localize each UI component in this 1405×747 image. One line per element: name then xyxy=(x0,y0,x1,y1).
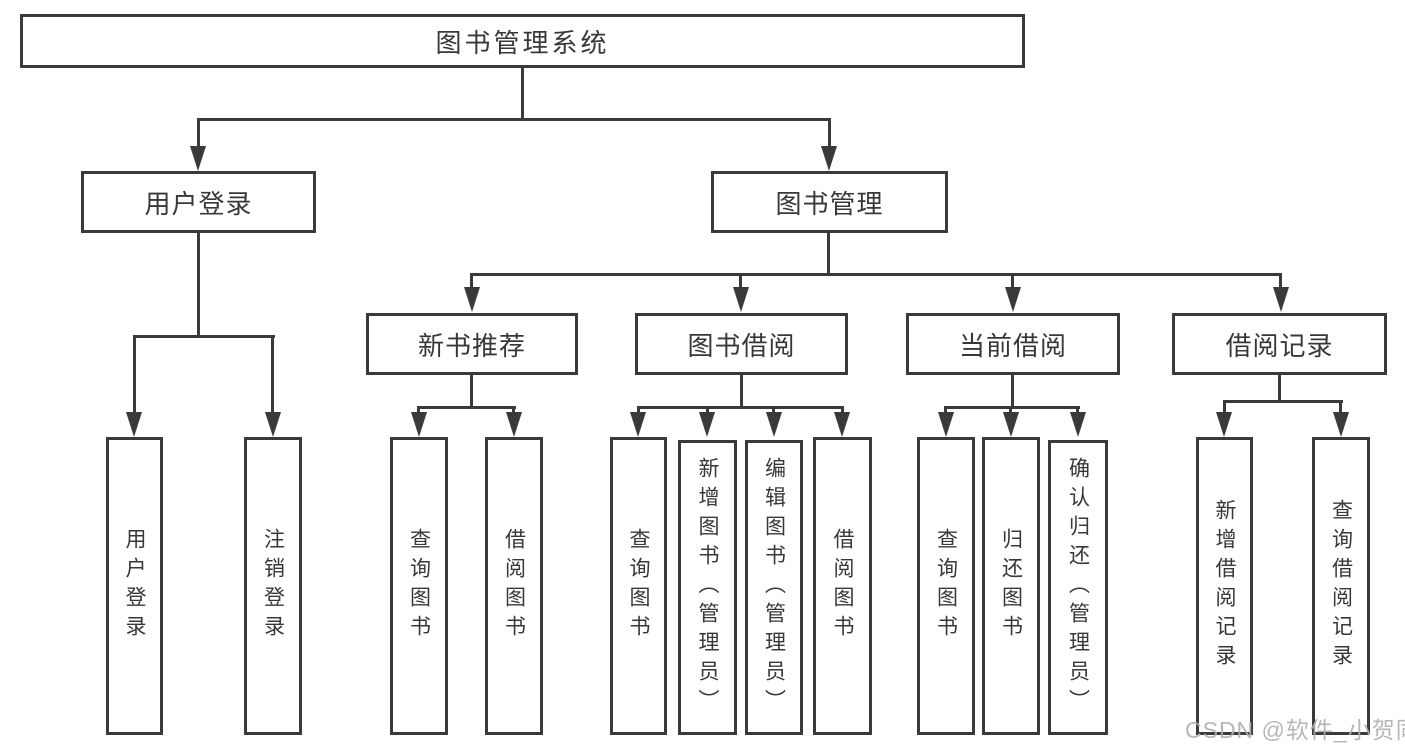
connector-drop-cb-query xyxy=(944,406,947,414)
arrowhead-cb-query xyxy=(938,412,954,437)
node-user-login-label: 用户登录 xyxy=(144,188,253,219)
node-leaf-query-borrow-record: 查询借阅记录 xyxy=(1312,437,1370,735)
node-leaf-add-book-admin-label: 新增图书（管理员） xyxy=(696,457,720,718)
connector-current-borrow-trunk xyxy=(1011,375,1014,408)
arrowhead-leaf-user-login xyxy=(126,412,142,437)
arrowhead-book-borrow xyxy=(733,287,749,312)
node-leaf-query-books-2-label: 查询图书 xyxy=(627,528,651,644)
arrowhead-book-management xyxy=(821,146,837,171)
node-new-book-recommend-label: 新书推荐 xyxy=(417,330,526,361)
connector-drop-br-add xyxy=(1223,400,1226,414)
node-root-label: 图书管理系统 xyxy=(435,27,610,58)
node-leaf-query-books-1: 查询图书 xyxy=(390,437,448,735)
node-leaf-user-login-label: 用户登录 xyxy=(123,528,147,644)
node-leaf-query-books-3: 查询图书 xyxy=(917,437,975,735)
watermark: CSDN @软件_小贺同学 xyxy=(1185,717,1405,743)
node-leaf-edit-book-admin: 编辑图书（管理员） xyxy=(745,440,803,735)
connector-user-login-trunk xyxy=(197,233,200,335)
arrowhead-cb-confirm xyxy=(1070,412,1086,437)
connector-root-trunk xyxy=(521,68,524,118)
connector-book-borrow-crossbar xyxy=(637,406,844,409)
node-borrowing-records-label: 借阅记录 xyxy=(1225,330,1334,361)
connector-drop-leaf-logout xyxy=(271,335,274,412)
connector-current-borrow-crossbar xyxy=(944,406,1080,409)
connector-borrow-records-trunk xyxy=(1278,375,1281,403)
connector-drop-current-borrow xyxy=(1011,273,1014,287)
node-leaf-add-book-admin: 新增图书（管理员） xyxy=(678,440,737,735)
arrowhead-br-add xyxy=(1216,412,1232,437)
arrowhead-new-books xyxy=(464,287,480,312)
node-leaf-user-login: 用户登录 xyxy=(106,437,163,735)
arrowhead-bb-add xyxy=(699,412,715,437)
connector-new-books-crossbar xyxy=(417,406,516,409)
node-leaf-confirm-return-admin: 确认归还（管理员） xyxy=(1048,440,1108,735)
node-book-management: 图书管理 xyxy=(711,171,948,233)
arrowhead-bb-query xyxy=(630,412,646,437)
connector-drop-leaf-user-login xyxy=(133,335,136,412)
node-leaf-borrow-books-1-label: 借阅图书 xyxy=(502,528,526,644)
node-leaf-borrow-books-2-label: 借阅图书 xyxy=(831,528,855,644)
arrowhead-bb-borrow xyxy=(834,412,850,437)
node-leaf-return-book-label: 归还图书 xyxy=(999,528,1023,644)
node-current-borrowing-label: 当前借阅 xyxy=(958,330,1067,361)
node-current-borrowing: 当前借阅 xyxy=(906,313,1120,375)
node-leaf-borrow-books-1: 借阅图书 xyxy=(485,437,543,735)
arrowhead-br-query xyxy=(1333,412,1349,437)
connector-book-management-crossbar xyxy=(470,273,1282,276)
connector-drop-bb-add xyxy=(706,406,709,414)
connector-drop-user-login xyxy=(197,118,200,146)
node-book-management-label: 图书管理 xyxy=(775,188,884,219)
connector-drop-bb-borrow xyxy=(841,406,844,414)
connector-book-management-trunk xyxy=(827,233,830,273)
node-leaf-edit-book-admin-label: 编辑图书（管理员） xyxy=(762,457,786,718)
connector-new-books-trunk xyxy=(470,375,473,408)
node-leaf-borrow-books-2: 借阅图书 xyxy=(813,437,872,735)
node-leaf-add-borrow-record-label: 新增借阅记录 xyxy=(1213,499,1237,673)
connector-drop-cb-return xyxy=(1009,406,1012,414)
node-leaf-return-book: 归还图书 xyxy=(982,437,1040,735)
connector-user-login-crossbar xyxy=(133,335,275,338)
arrowhead-borrow-records xyxy=(1273,287,1289,312)
node-leaf-logout: 注销登录 xyxy=(244,437,302,735)
node-leaf-confirm-return-admin-label: 确认归还（管理员） xyxy=(1066,457,1090,718)
node-user-login: 用户登录 xyxy=(81,171,316,233)
arrowhead-nb-borrow xyxy=(506,412,522,437)
node-book-borrowing-label: 图书借阅 xyxy=(687,330,796,361)
node-leaf-logout-label: 注销登录 xyxy=(261,528,285,644)
arrowhead-user-login xyxy=(190,146,206,171)
connector-borrow-records-crossbar xyxy=(1223,400,1343,403)
arrowhead-leaf-logout xyxy=(265,412,281,437)
node-borrowing-records: 借阅记录 xyxy=(1172,313,1387,375)
node-leaf-query-books-3-label: 查询图书 xyxy=(934,528,958,644)
arrowhead-cb-return xyxy=(1003,412,1019,437)
node-book-borrowing: 图书借阅 xyxy=(635,313,848,375)
connector-root-crossbar xyxy=(197,118,831,121)
node-root: 图书管理系统 xyxy=(20,14,1025,68)
node-leaf-add-borrow-record: 新增借阅记录 xyxy=(1196,437,1253,735)
connector-book-borrow-trunk xyxy=(740,375,743,408)
node-leaf-query-books-1-label: 查询图书 xyxy=(407,528,431,644)
connector-drop-bb-edit xyxy=(772,406,775,414)
connector-drop-borrow-records xyxy=(1279,273,1282,287)
connector-drop-bb-query xyxy=(637,406,640,414)
connector-drop-new-books xyxy=(470,273,473,287)
arrowhead-current-borrow xyxy=(1005,287,1021,312)
node-leaf-query-books-2: 查询图书 xyxy=(610,437,667,735)
connector-drop-book-borrow xyxy=(739,273,742,287)
arrowhead-nb-query xyxy=(411,412,427,437)
node-leaf-query-borrow-record-label: 查询借阅记录 xyxy=(1329,499,1353,673)
node-new-book-recommend: 新书推荐 xyxy=(366,313,578,375)
connector-drop-cb-confirm xyxy=(1076,406,1079,414)
arrowhead-bb-edit xyxy=(766,412,782,437)
connector-drop-nb-borrow xyxy=(512,406,515,414)
connector-drop-book-management xyxy=(828,118,831,146)
connector-drop-nb-query xyxy=(417,406,420,414)
connector-drop-br-query xyxy=(1339,400,1342,414)
